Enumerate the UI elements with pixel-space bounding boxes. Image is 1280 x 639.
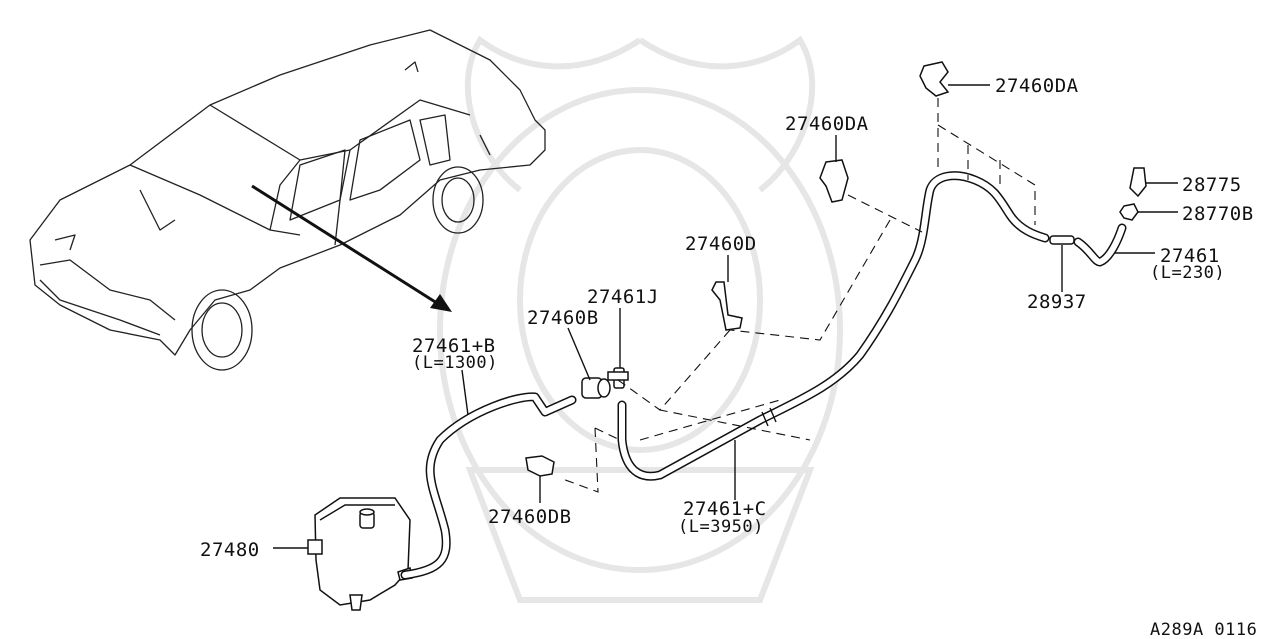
label-28775: 28775 <box>1182 174 1242 196</box>
label-27461: 27461 <box>1160 245 1220 267</box>
label-27460D: 27460D <box>685 233 757 255</box>
label-27480: 27480 <box>200 539 260 561</box>
location-arrow <box>251 184 452 312</box>
label-27460DA-mid: 27460DA <box>785 113 869 135</box>
nozzle-28775 <box>1129 167 1147 198</box>
pump-and-joint <box>581 367 629 399</box>
label-28770B: 28770B <box>1182 203 1254 225</box>
label-27461J: 27461J <box>587 286 659 308</box>
hose-27461-short <box>1049 223 1127 267</box>
label-27461C-length: (L=3950) <box>678 517 764 537</box>
label-27461B: 27461+B <box>412 335 496 357</box>
watermark-emblem <box>437 35 843 603</box>
label-27460DB: 27460DB <box>488 506 572 528</box>
washer-tank <box>307 497 413 611</box>
diagram-id: A289A 0116 <box>1150 620 1257 639</box>
label-27461B-length: (L=1300) <box>412 353 498 373</box>
clip-27460DB <box>525 455 555 477</box>
part-labels: 27460DA 27460DA 28775 28770B 27461 (L=23… <box>200 75 1257 639</box>
car-illustration <box>29 29 546 371</box>
label-27461C: 27461+C <box>683 498 767 520</box>
nut-28770B <box>1119 203 1139 221</box>
leader-lines <box>273 84 1178 549</box>
clip-27460D <box>711 281 743 331</box>
label-27460DA-top: 27460DA <box>995 75 1079 97</box>
label-27460B: 27460B <box>527 307 599 329</box>
hose-27461B <box>400 392 577 580</box>
reference-lines <box>559 98 1036 493</box>
clip-27460DA-mid <box>819 159 849 203</box>
label-27461-length: (L=230) <box>1150 263 1225 283</box>
label-28937: 28937 <box>1027 291 1087 313</box>
hose-27461C <box>617 171 1050 481</box>
clip-27460DA-top <box>919 61 950 97</box>
